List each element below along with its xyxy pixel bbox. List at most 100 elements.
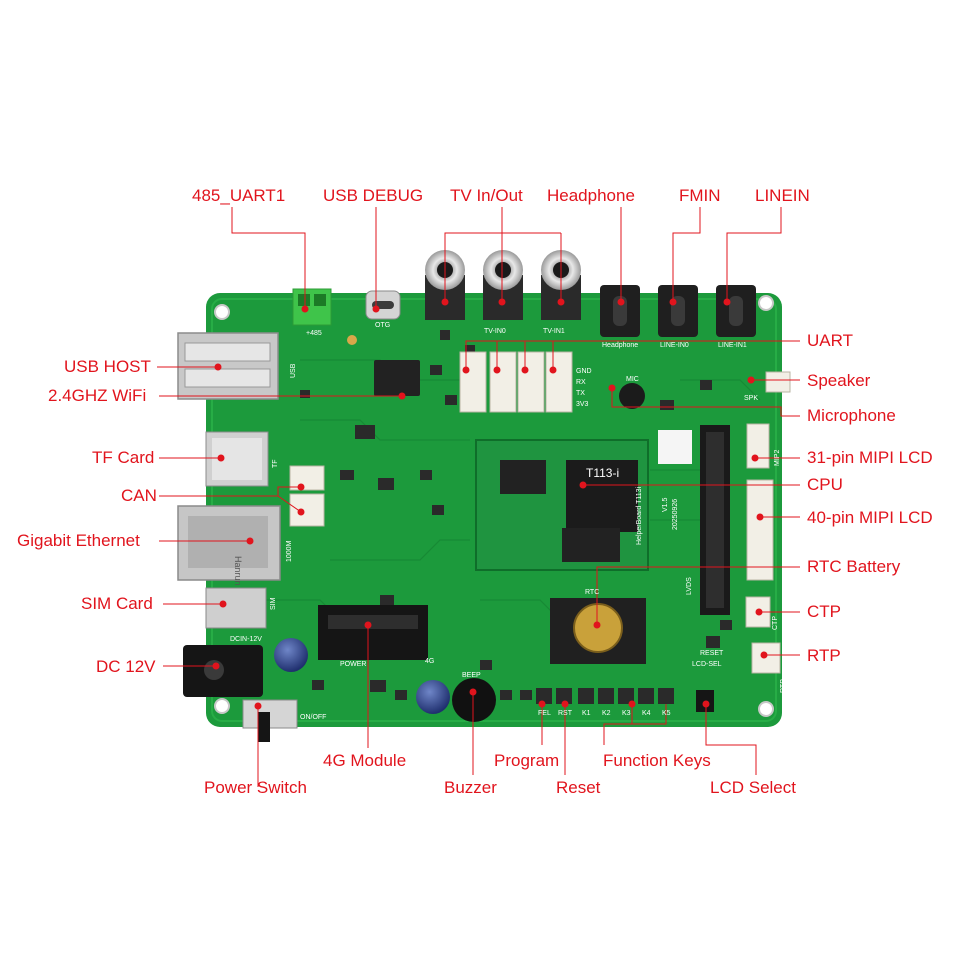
capacitors xyxy=(274,638,450,714)
label-rtc-battery: RTC Battery xyxy=(807,557,901,576)
silk-onoff: ON/OFF xyxy=(300,714,327,721)
dc-jack xyxy=(183,645,263,697)
mipi-40pin-connector xyxy=(746,479,774,581)
rca-jack xyxy=(483,250,523,320)
silk-rtp: RTP xyxy=(780,679,787,693)
mount-hole xyxy=(758,295,774,311)
label-cpu: CPU xyxy=(807,475,843,494)
silk-k3: K3 xyxy=(622,710,631,717)
lvds-header xyxy=(700,425,730,615)
capacitor xyxy=(416,680,450,714)
sim-card-slot xyxy=(205,587,267,629)
cpu-chip xyxy=(566,460,638,532)
k4-button xyxy=(638,688,654,704)
label-mipi-40pin: 40-pin MIPI LCD xyxy=(807,508,933,527)
silk-485: +485 xyxy=(306,330,322,337)
silk-ctp: CTP xyxy=(772,616,779,630)
label-tv-in-out: TV In/Out xyxy=(450,186,523,205)
label-sim-card: SIM Card xyxy=(81,594,153,613)
k1-button xyxy=(578,688,594,704)
usb-debug-port xyxy=(365,290,401,320)
silk-mip2: MIP2 xyxy=(774,449,781,466)
silk-1000m: 1000M xyxy=(286,540,293,562)
passive-components xyxy=(300,330,732,700)
silk-cpu-model: T113-i xyxy=(586,466,620,480)
silk-usb: USB xyxy=(290,363,297,378)
silk-rtc: RTC xyxy=(585,589,600,596)
speaker-connector xyxy=(765,371,791,393)
silk-version: V1.5 xyxy=(662,497,669,512)
silk-lcd-sel: LCD-SEL xyxy=(692,661,722,668)
label-power-switch: Power Switch xyxy=(204,778,307,797)
silk-lvds: LVDS xyxy=(686,577,693,595)
label-usb-debug: USB DEBUG xyxy=(323,186,424,205)
silk-reset: RESET xyxy=(700,650,724,657)
capacitor xyxy=(274,638,308,672)
silk-eth-jack: Hanrun xyxy=(233,556,243,586)
microphone xyxy=(619,383,645,409)
label-speaker: Speaker xyxy=(807,371,871,390)
label-lcd-select: LCD Select xyxy=(710,778,796,797)
core-module xyxy=(475,439,649,571)
silk-headphone: Headphone xyxy=(602,342,639,349)
label-dc-12v: DC 12V xyxy=(96,657,156,676)
mipi-31pin-connector xyxy=(746,423,770,469)
silk-dcin: DCIN-12V xyxy=(230,636,262,643)
label-can: CAN xyxy=(121,486,157,505)
label-uart: UART xyxy=(807,331,853,350)
wifi-module xyxy=(347,335,420,396)
label-function-keys: Function Keys xyxy=(603,751,711,770)
k2-button xyxy=(598,688,614,704)
silk-4g: 4G xyxy=(425,658,435,665)
label-ctp: CTP xyxy=(807,602,841,621)
silk-line-in1: LINE-IN1 xyxy=(718,342,747,349)
mount-hole xyxy=(758,701,774,717)
label-buzzer: Buzzer xyxy=(444,778,497,797)
label-4g-module: 4G Module xyxy=(323,751,407,770)
silk-k2: K2 xyxy=(602,710,611,717)
silk-fel: FEL xyxy=(538,710,551,717)
terminal-485-uart1 xyxy=(292,288,332,326)
mount-hole xyxy=(214,304,230,320)
silk-line-in0: LINE-IN0 xyxy=(660,342,689,349)
leader-lines xyxy=(157,207,800,787)
buzzer xyxy=(452,678,496,722)
label-reset: Reset xyxy=(556,778,601,797)
silk-3v3: 3V3 xyxy=(576,401,589,408)
label-mipi-31pin: 31-pin MIPI LCD xyxy=(807,448,933,467)
silk-sim: SIM xyxy=(270,597,277,610)
qr-code xyxy=(658,430,692,464)
usb-host-port xyxy=(177,332,279,400)
audio-jacks xyxy=(600,285,756,337)
power-switch xyxy=(242,699,298,742)
reset-button xyxy=(706,636,720,648)
label-microphone: Microphone xyxy=(807,406,896,425)
fel-button xyxy=(536,688,552,704)
can-connectors xyxy=(289,465,325,527)
label-usb-host: USB HOST xyxy=(64,357,151,376)
label-tf-card: TF Card xyxy=(92,448,155,467)
silk-k4: K4 xyxy=(642,710,651,717)
silk-k5: K5 xyxy=(662,710,671,717)
buttons xyxy=(536,636,720,704)
k3-button xyxy=(618,688,634,704)
silk-tx: TX xyxy=(576,390,585,397)
silk-rst: RST xyxy=(558,710,572,717)
rtc-battery-holder xyxy=(550,598,646,664)
tf-card-slot xyxy=(205,431,269,487)
label-headphone: Headphone xyxy=(547,186,635,205)
k5-button xyxy=(658,688,674,704)
rtp-connector xyxy=(751,642,781,674)
silk-otg: OTG xyxy=(375,322,391,329)
label-gigabit-ethernet: Gigabit Ethernet xyxy=(17,531,140,550)
rca-jacks xyxy=(425,250,581,320)
label-485-uart1: 485_UART1 xyxy=(192,186,286,205)
silk-mic: MIC xyxy=(626,376,639,383)
silk-power: POWER xyxy=(340,661,367,668)
silk-tf: TF xyxy=(272,459,279,468)
silk-date: 20250926 xyxy=(672,498,679,530)
label-wifi: 2.4GHZ WiFi xyxy=(48,386,147,405)
label-program: Program xyxy=(494,751,560,770)
ethernet-jack xyxy=(177,505,281,581)
